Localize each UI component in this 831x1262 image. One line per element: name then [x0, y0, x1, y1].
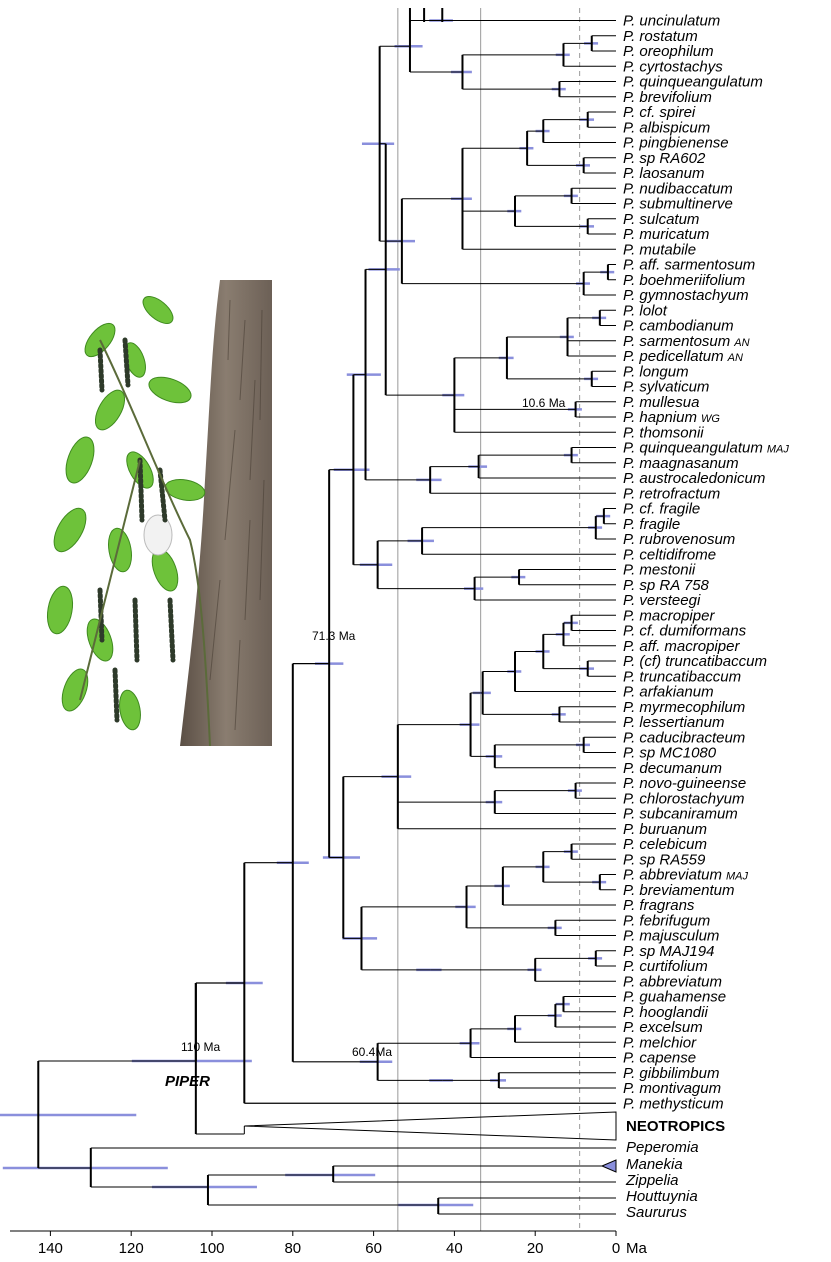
time-axis: 140 120 100 80 60 40 20 0 Ma [10, 1231, 647, 1257]
saururus-label: Saururus [626, 1204, 687, 1221]
node-label-71: 71.3 Ma [312, 629, 356, 643]
axis-tick-label: 0 [612, 1240, 620, 1257]
tip-label: P. methysticum [623, 1095, 724, 1112]
node-label-110: 110 Ma [181, 1040, 220, 1054]
manekia-triangle [602, 1160, 616, 1172]
axis-tick-label: 120 [119, 1240, 144, 1257]
peperomia-label: Peperomia [626, 1139, 699, 1156]
reference-lines [398, 8, 580, 1231]
piper-plant-photo [40, 280, 272, 746]
axis-tick-label: 40 [446, 1240, 463, 1257]
manekia-label: Manekia [626, 1156, 683, 1173]
axis-unit: Ma [626, 1240, 647, 1257]
axis-tick-label: 140 [38, 1240, 63, 1257]
node-label-60: 60.4Ma [352, 1045, 392, 1059]
axis-tick-label: 80 [284, 1240, 301, 1257]
outgroup-labels: NEOTROPICS Peperomia Manekia Zippelia Ho… [625, 1118, 725, 1221]
axis-tick-label: 60 [365, 1240, 382, 1257]
axis-tick-label: 100 [199, 1240, 224, 1257]
neotropics-triangle [244, 1112, 616, 1140]
node-label-10: 10.6 Ma [522, 396, 566, 410]
neotropics-label: NEOTROPICS [626, 1118, 725, 1135]
axis-tick-label: 20 [527, 1240, 544, 1257]
houttuynia-label: Houttuynia [626, 1188, 698, 1205]
zippelia-label: Zippelia [625, 1172, 679, 1189]
piper-clade-label: PIPER [165, 1073, 210, 1090]
